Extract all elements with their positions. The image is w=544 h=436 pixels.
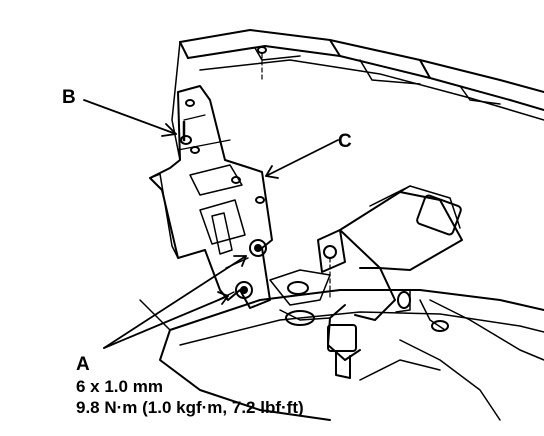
bolt-size-spec: 6 x 1.0 mm bbox=[76, 377, 163, 396]
callout-a-label: A bbox=[76, 354, 90, 375]
callout-b-label: B bbox=[62, 87, 76, 108]
leader-a-upper bbox=[103, 255, 247, 349]
bracket-c bbox=[149, 85, 273, 309]
leader-c bbox=[265, 139, 339, 177]
leader-b bbox=[83, 99, 177, 135]
leader-a-lower bbox=[103, 295, 229, 349]
leader-lines bbox=[83, 99, 339, 349]
sensor-assembly bbox=[317, 185, 463, 379]
callout-c-label: C bbox=[338, 131, 352, 152]
body-panel bbox=[171, 29, 544, 161]
torque-spec: 9.8 N·m (1.0 kgf·m, 7.2 lbf·ft) bbox=[76, 398, 304, 417]
chassis-structure bbox=[139, 269, 544, 421]
